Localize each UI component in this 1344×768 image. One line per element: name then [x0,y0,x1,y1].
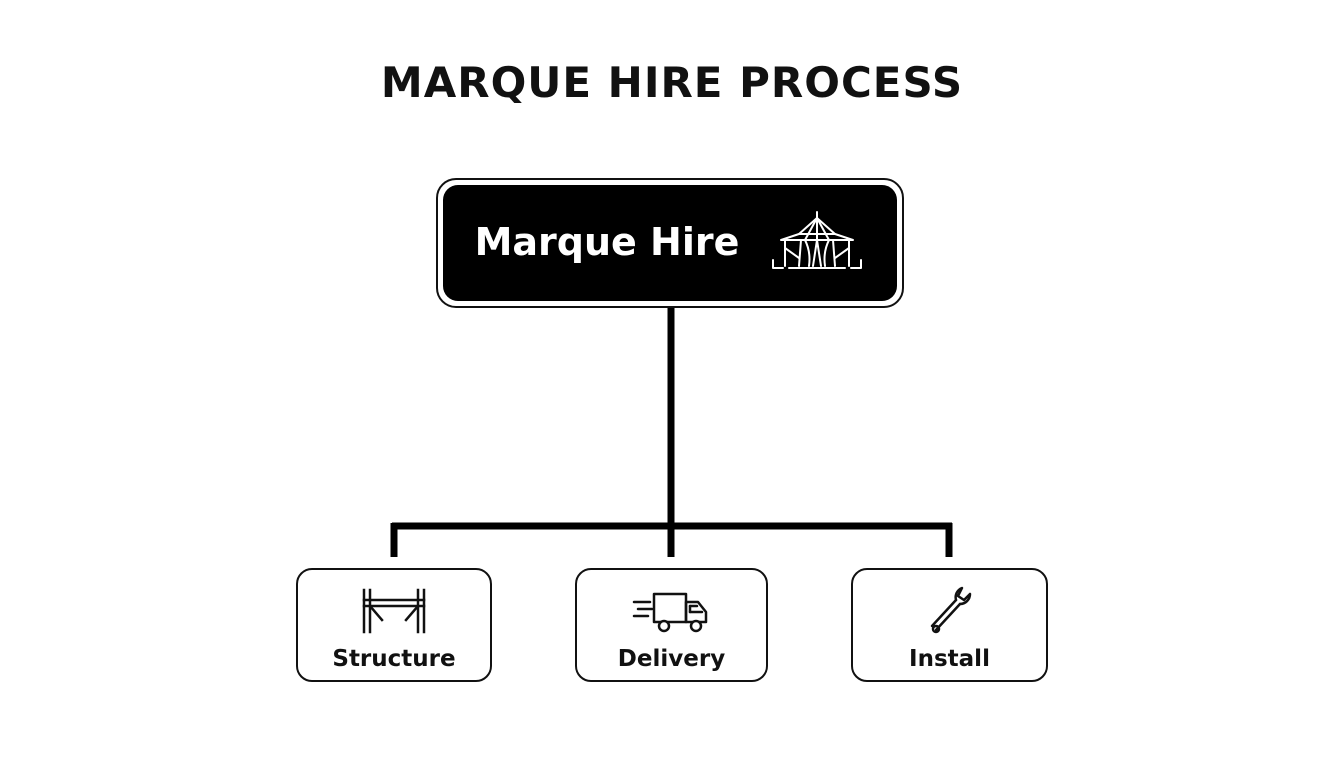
tent-icon [772,211,863,269]
diagram-title: MARQUE HIRE PROCESS [380,58,964,107]
child-label-delivery: Delivery [617,646,726,672]
child-node-structure: Structure [296,568,492,682]
root-node-label: Marque Hire [474,219,740,264]
child-node-install: Install [851,568,1048,682]
child-node-delivery: Delivery [575,568,768,682]
root-node: Marque Hire [436,178,904,308]
scaffold-frame-icon [362,588,426,634]
delivery-truck-icon [632,592,707,633]
child-label-structure: Structure [332,646,456,672]
root-node-body: Marque Hire [443,185,897,301]
wrench-icon [930,586,971,634]
child-label-install: Install [909,646,990,672]
